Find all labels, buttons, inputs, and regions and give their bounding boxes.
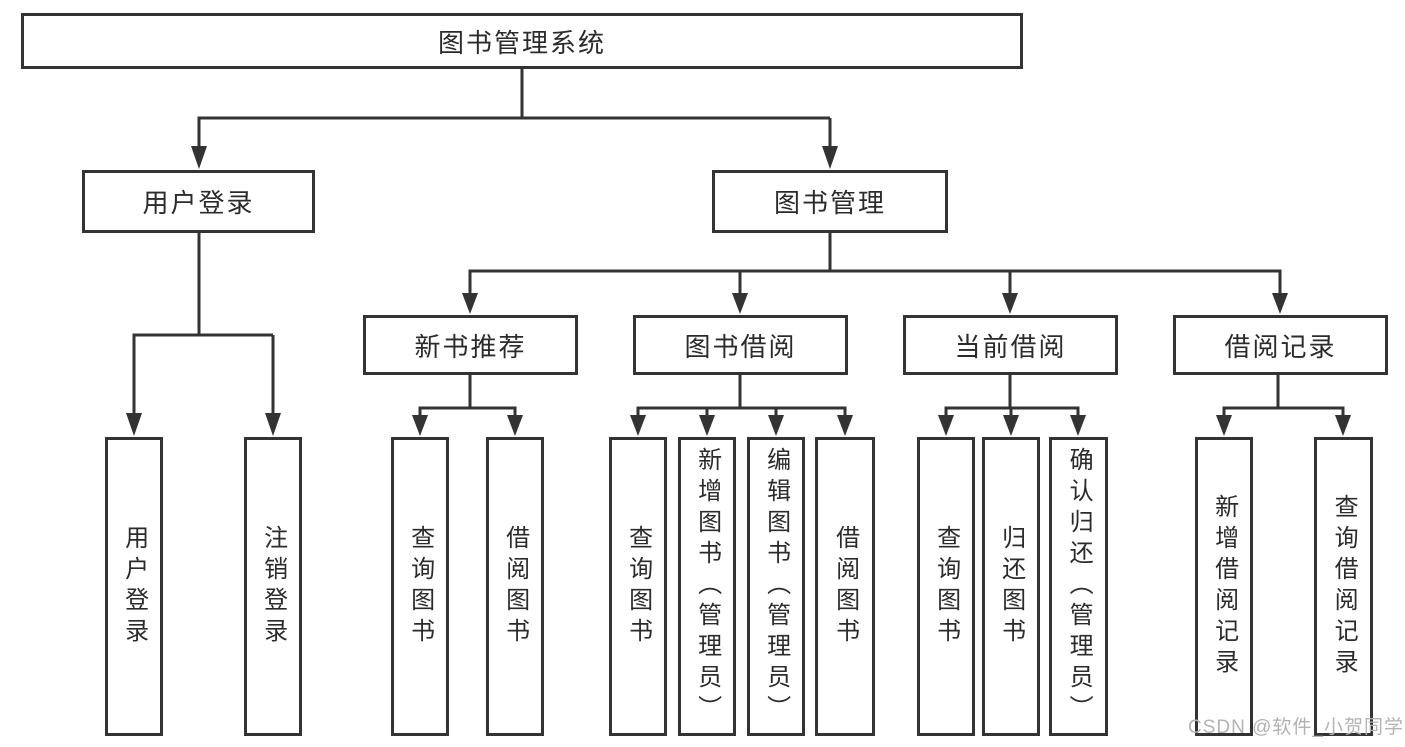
node-label: 归还图书	[997, 524, 1025, 649]
arrowheads-new-book-recommend-children	[412, 415, 523, 436]
node-book-borrow: 图书借阅	[633, 315, 848, 375]
node-user-login: 用户登录	[82, 170, 315, 233]
connector-root-to-level2	[197, 69, 832, 150]
node-label: 用户登录	[120, 524, 148, 649]
node-label: 新书推荐	[414, 331, 527, 362]
arrowheads-borrow-records-children	[1216, 415, 1351, 436]
node-label: 查询借阅记录	[1330, 493, 1358, 680]
connector-user-login-split	[132, 233, 275, 416]
node-label: 确认归还（管理员）	[1065, 447, 1093, 726]
csdn-watermark: CSDN @软件_小贺同学	[1188, 717, 1404, 738]
leaf-query-borrow-record: 查询借阅记录	[1314, 437, 1373, 736]
arrowheads-current-borrow-children	[938, 415, 1086, 436]
connector-new-book-recommend-split	[418, 375, 517, 418]
node-label: 用户登录	[142, 188, 255, 218]
node-label: 新增借阅记录	[1210, 493, 1238, 680]
arrowheads-user-login-children	[126, 413, 281, 436]
leaf-user-login: 用户登录	[105, 437, 163, 736]
leaf-borrow-books: 借阅图书	[815, 437, 875, 736]
node-label: 注销登录	[259, 524, 287, 649]
node-label: 编辑图书（管理员）	[762, 447, 790, 726]
node-current-borrow: 当前借阅	[903, 315, 1118, 375]
leaf-confirm-return-admin: 确认归还（管理员）	[1049, 437, 1108, 736]
arrowheads-level3	[462, 293, 1288, 314]
node-root-library-system: 图书管理系统	[21, 13, 1023, 69]
arrowheads-level2	[191, 146, 838, 169]
node-label: 借阅图书	[501, 524, 529, 649]
connector-book-management-split	[468, 233, 1282, 296]
node-label: 图书管理	[773, 188, 886, 218]
node-label: 图书管理系统	[437, 27, 606, 58]
node-borrow-records: 借阅记录	[1173, 315, 1388, 375]
leaf-add-books-admin: 新增图书（管理员）	[678, 437, 736, 736]
connector-book-borrow-split	[636, 375, 847, 418]
leaf-query-books-current: 查询图书	[917, 437, 975, 736]
leaf-return-books: 归还图书	[982, 437, 1040, 736]
node-label: 查询图书	[406, 524, 434, 649]
node-label: 查询图书	[932, 524, 960, 649]
leaf-borrow-books-recommend: 借阅图书	[486, 437, 544, 736]
node-label: 图书借阅	[684, 331, 797, 362]
leaf-add-borrow-record: 新增借阅记录	[1195, 437, 1253, 736]
leaf-logout: 注销登录	[244, 437, 302, 736]
node-label: 借阅记录	[1224, 331, 1337, 362]
leaf-edit-books-admin: 编辑图书（管理员）	[747, 437, 805, 736]
node-label: 当前借阅	[954, 331, 1067, 362]
leaf-query-books-borrow: 查询图书	[609, 437, 667, 736]
connector-borrow-records-split	[1222, 375, 1345, 418]
leaf-query-books-recommend: 查询图书	[391, 437, 449, 736]
node-label: 新增图书（管理员）	[693, 447, 721, 726]
arrowheads-book-borrow-children	[630, 415, 853, 436]
node-book-management: 图书管理	[712, 170, 948, 233]
node-new-book-recommend: 新书推荐	[363, 315, 578, 375]
connector-current-borrow-split	[944, 375, 1080, 418]
node-label: 借阅图书	[831, 524, 859, 649]
node-label: 查询图书	[624, 524, 652, 649]
